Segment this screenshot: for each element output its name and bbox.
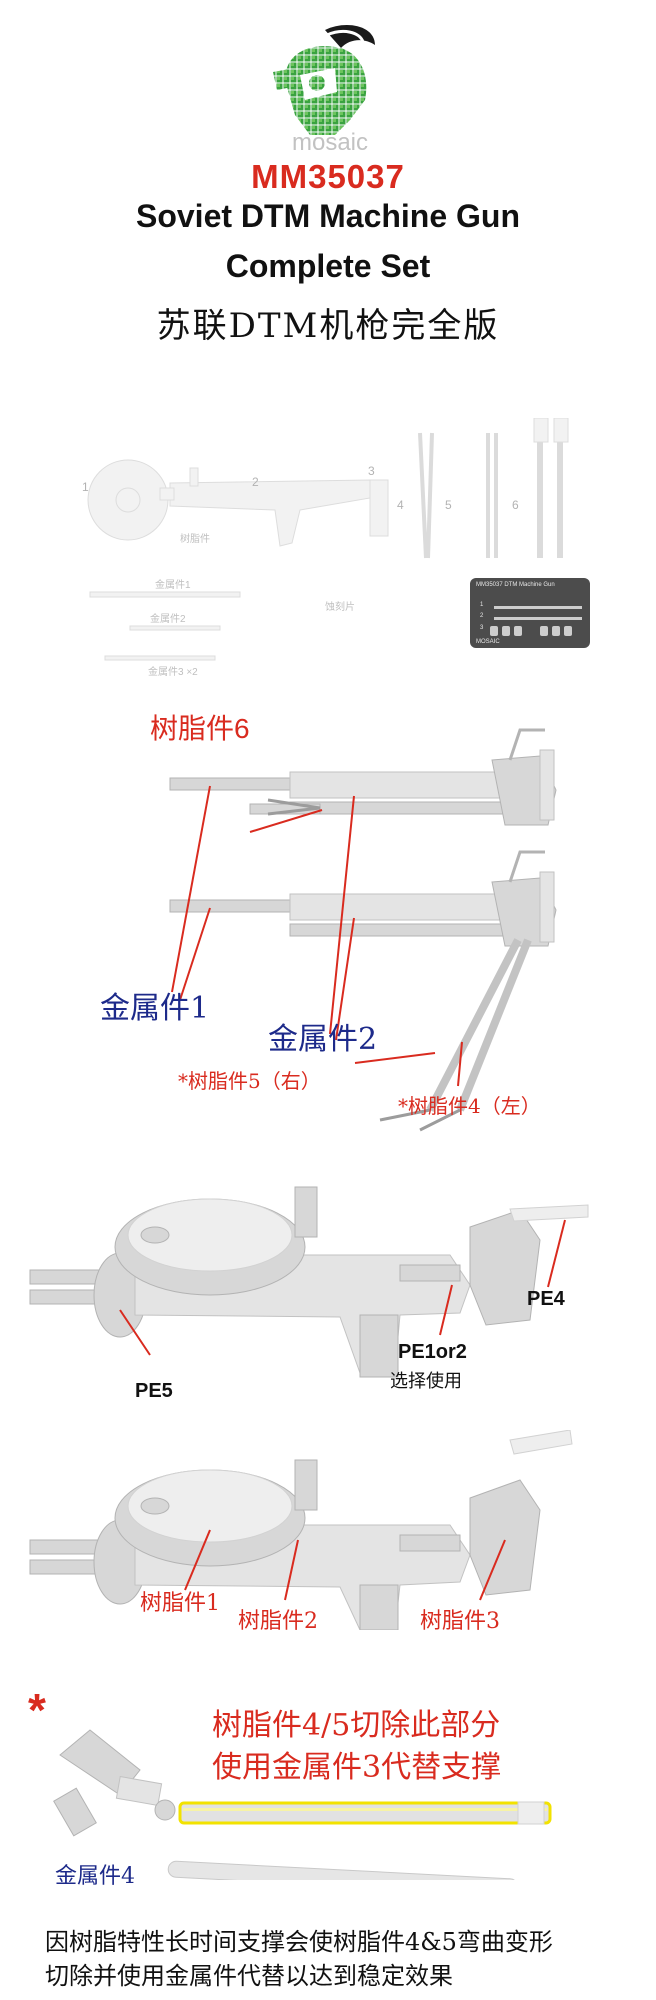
footer-note-line-2: 切除并使用金属件代替以达到稳定效果 <box>45 1962 453 1990</box>
label-resin-2: 树脂件2 <box>238 1609 318 1634</box>
asterisk-mark: * <box>28 1684 46 1736</box>
title-chinese: 苏联DTM机枪完全版 <box>156 306 500 346</box>
label-pe1-or-2: PE1or2 <box>398 1341 467 1363</box>
pe-sheet-row-3: 3 <box>480 625 484 631</box>
part-number-4: 4 <box>397 498 404 512</box>
label-metal-1: 金属件1 <box>100 991 210 1026</box>
metal-part-1-label: 金属件1 <box>155 580 191 591</box>
resin-body-diagram <box>29 1430 573 1630</box>
photo-etch-diagram <box>29 1186 589 1378</box>
metal-part-3-label: 金属件3 ×2 <box>148 667 198 678</box>
label-select-use: 选择使用 <box>390 1371 462 1392</box>
part-number-3: 3 <box>368 464 375 478</box>
label-metal-2: 金属件2 <box>268 1022 378 1057</box>
label-pe5: PE5 <box>135 1380 173 1402</box>
label-resin-5-right: *树脂件5（右） <box>178 1069 321 1093</box>
barrel-bipod-diagram <box>169 728 557 1132</box>
title-line-1: Soviet DTM Machine Gun <box>135 198 521 234</box>
part-number-5: 5 <box>445 498 452 512</box>
product-code: MM35037 <box>251 158 405 195</box>
label-resin-1: 树脂件1 <box>140 1591 220 1616</box>
metal-part-2-label: 金属件2 <box>150 614 186 625</box>
part-number-6: 6 <box>512 498 519 512</box>
title-line-2: Complete Set <box>225 248 431 284</box>
pe-sheet-brand: MOSAIC <box>476 639 500 645</box>
note-cut-line-2: 使用金属件3代替支撑 <box>212 1750 502 1785</box>
resin-parts-label: 树脂件 <box>180 534 210 545</box>
part-number-1: 1 <box>82 480 89 494</box>
mosaic-logo: mosaic <box>273 25 375 156</box>
pe-sheet-row-2: 2 <box>480 613 484 619</box>
note-cut-line-1: 树脂件4/5切除此部分 <box>212 1708 501 1743</box>
label-resin-6: 树脂件6 <box>150 713 250 744</box>
photo-etch-label: 蚀刻片 <box>325 602 355 613</box>
label-resin-4-left: *树脂件4（左） <box>398 1094 541 1118</box>
parts-overview: 1 2 3 4 5 6 树脂件 金属件1 金属件2 金属件3 ×2 蚀刻片 MM… <box>70 418 630 718</box>
brand-wordmark: mosaic <box>292 129 368 156</box>
pe-sheet-row-1: 1 <box>480 602 484 608</box>
label-metal-4: 金属件4 <box>55 1864 135 1889</box>
label-pe4: PE4 <box>527 1288 565 1310</box>
footer-note-line-1: 因树脂特性长时间支撑会使树脂件4&5弯曲变形 <box>45 1928 553 1956</box>
substitute-part-diagram <box>53 1729 552 1880</box>
part-number-2: 2 <box>252 475 259 489</box>
pe-sheet-title: MM35037 DTM Machine Gun <box>476 582 555 588</box>
label-resin-3: 树脂件3 <box>420 1609 500 1634</box>
parts-layout-drawing <box>87 418 590 661</box>
